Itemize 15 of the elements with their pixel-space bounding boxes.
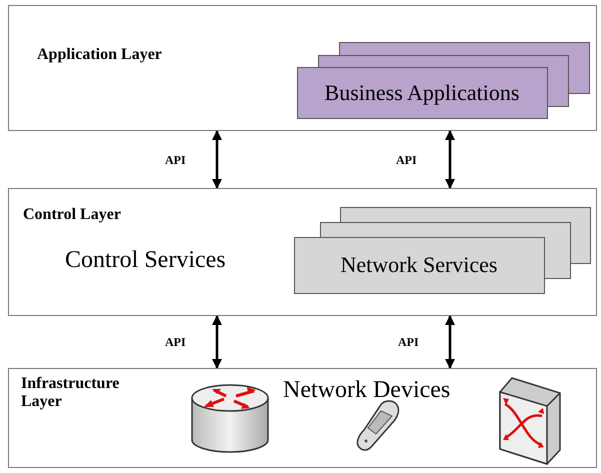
stacked-card: [294, 236, 544, 294]
double-arrow: [445, 130, 455, 189]
layer-band: [8, 5, 597, 131]
layer-title: Infrastructure Layer: [21, 375, 120, 411]
layer-label: Network Devices: [283, 377, 450, 404]
double-arrow: [212, 315, 222, 369]
double-arrow: [212, 130, 222, 189]
layer-title: Control Layer: [23, 206, 121, 224]
layer-title: Application Layer: [37, 46, 162, 64]
layer-label: Control Services: [65, 247, 226, 274]
card-title: Business Applications: [324, 80, 520, 106]
stacked-card: [296, 66, 548, 118]
layer-band: [8, 188, 597, 316]
card-title: Network Services: [340, 252, 498, 278]
double-arrow: [445, 315, 455, 369]
